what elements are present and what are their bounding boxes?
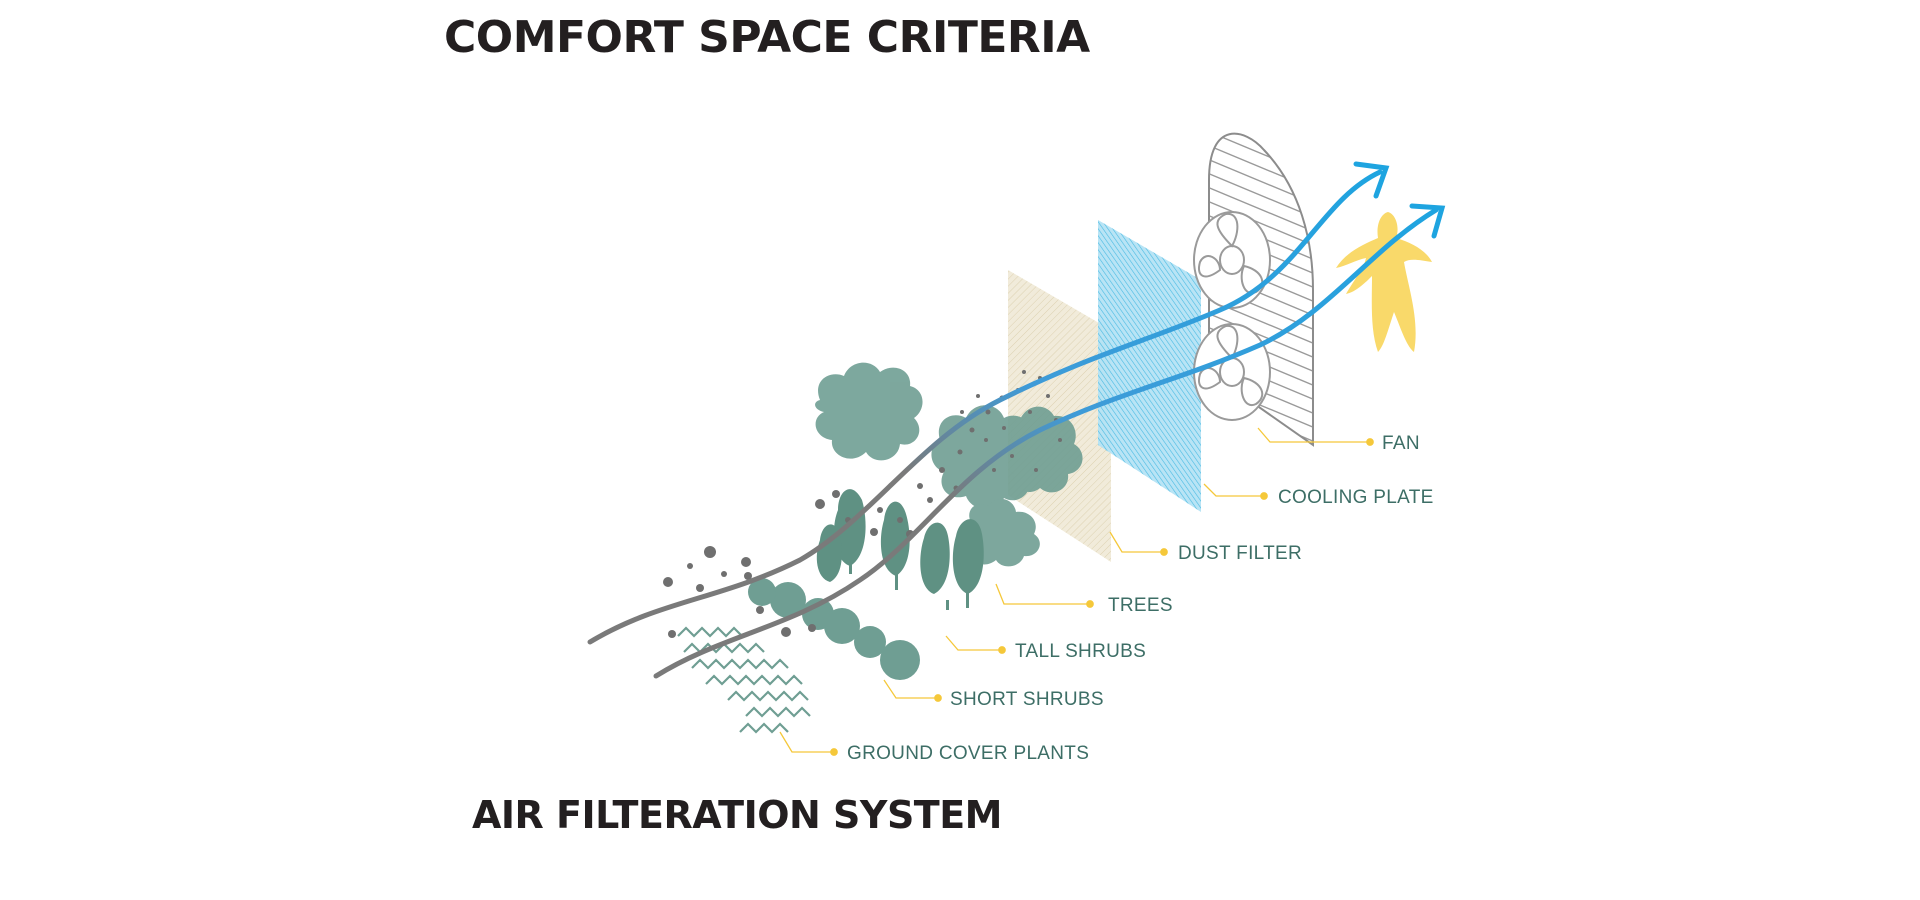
arrow-head-upper	[1353, 161, 1390, 199]
airflow-lower	[653, 207, 1439, 679]
airflow-upper	[587, 169, 1383, 645]
label-ground-cover-plants: GROUND COVER PLANTS	[847, 743, 1089, 764]
short-shrubs-group	[748, 578, 920, 680]
leader-lines	[779, 427, 1374, 756]
diagram-caption: AIR FILTERATION SYSTEM	[472, 793, 1003, 837]
label-tall-shrubs: TALL SHRUBS	[1015, 641, 1146, 662]
label-dust-filter: DUST FILTER	[1178, 543, 1302, 564]
ground-cover-group	[677, 626, 811, 734]
cooling-plate-panel	[1098, 220, 1201, 512]
label-cooling-plate: COOLING PLATE	[1278, 487, 1434, 508]
arrow-head-lower	[1409, 203, 1446, 239]
trees-group	[815, 362, 1083, 567]
person-icon	[1336, 212, 1432, 352]
label-fan: FAN	[1382, 433, 1420, 454]
page-title: COMFORT SPACE CRITERIA	[444, 12, 1090, 63]
fan-unit	[1193, 132, 1314, 447]
label-trees: TREES	[1108, 595, 1173, 616]
label-short-shrubs: SHORT SHRUBS	[950, 689, 1104, 710]
airflow-arrows	[587, 161, 1446, 679]
